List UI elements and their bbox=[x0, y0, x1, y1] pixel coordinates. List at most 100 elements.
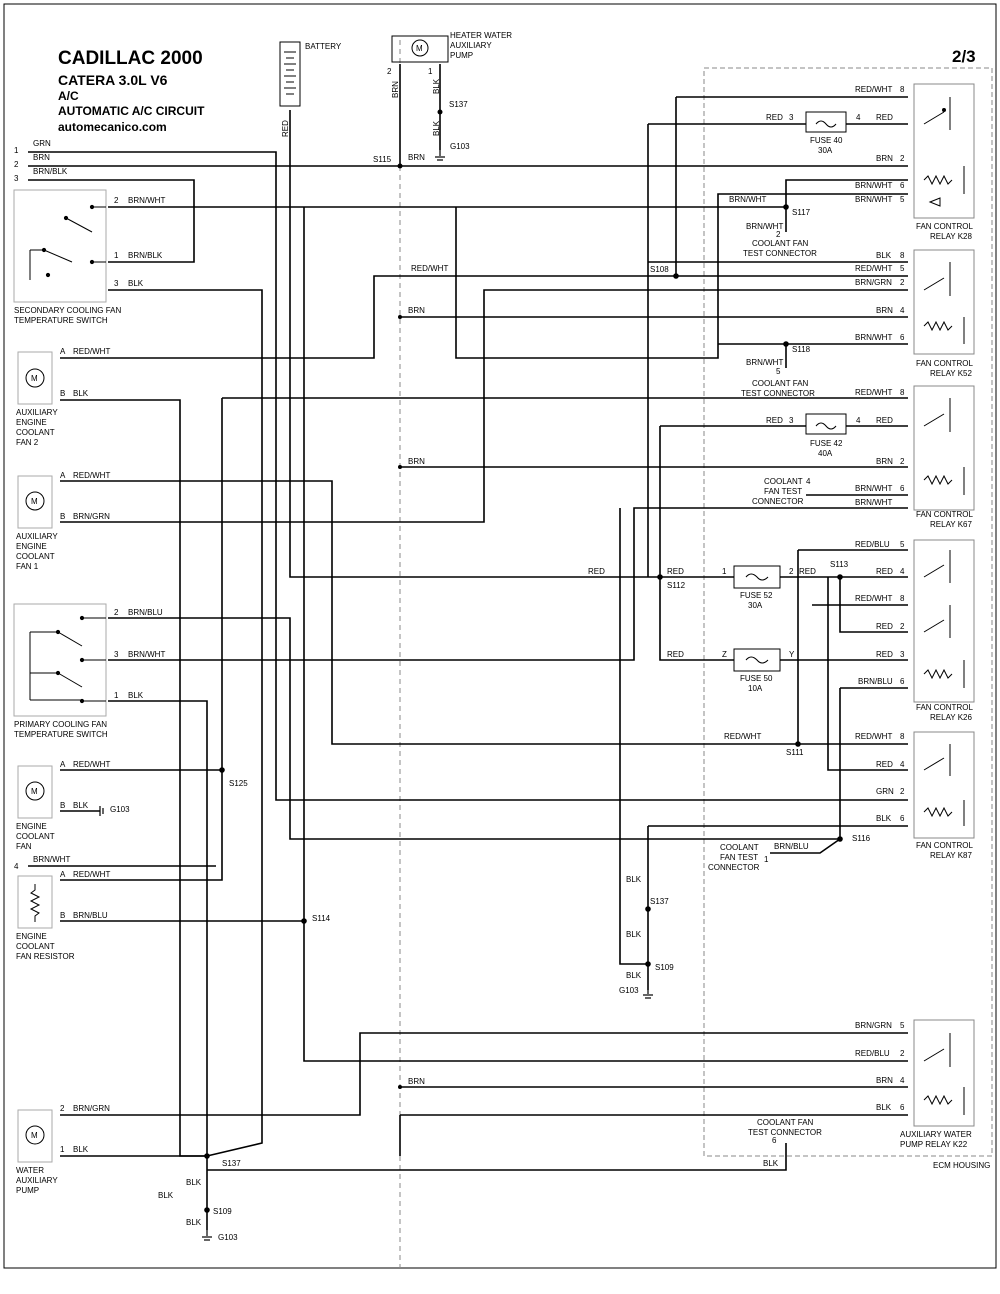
wire-label: 6 bbox=[900, 677, 905, 686]
wire-label: RED bbox=[876, 113, 893, 122]
wire-label: BRN/BLK bbox=[33, 167, 68, 176]
wires bbox=[28, 64, 908, 1230]
wire-label: BLK bbox=[876, 814, 892, 823]
wire-label: BRN/WHT bbox=[855, 484, 892, 493]
wire-label: 2 bbox=[900, 457, 905, 466]
wire-label: 2 bbox=[900, 278, 905, 287]
conn-d-label-1: COOLANT bbox=[720, 843, 759, 852]
wire-label: 1 bbox=[14, 146, 19, 155]
wire-label: BRN/GRN bbox=[855, 278, 892, 287]
wire-label: Z bbox=[722, 650, 727, 659]
wire-label: RED bbox=[588, 567, 605, 576]
wire-label: 2 bbox=[387, 67, 392, 76]
wire-label: 4 bbox=[900, 760, 905, 769]
k87-label-1: FAN CONTROL bbox=[916, 841, 973, 850]
conn-a-label-2: TEST CONNECTOR bbox=[743, 249, 817, 258]
k22-label-1: AUXILIARY WATER bbox=[900, 1130, 972, 1139]
wire-label: BRN/WHT bbox=[855, 333, 892, 342]
conn-c-label-2: FAN TEST bbox=[764, 487, 802, 496]
wire-label: BRN bbox=[876, 154, 893, 163]
fuse42-label: FUSE 42 bbox=[810, 439, 843, 448]
wire-label: BRN/BLU bbox=[858, 677, 893, 686]
wire-label: S112 bbox=[667, 581, 686, 590]
wire-label: BRN bbox=[876, 457, 893, 466]
wire-label: S115 bbox=[373, 155, 392, 164]
wire-label: 2 bbox=[900, 1049, 905, 1058]
wire-label: G103 bbox=[450, 142, 470, 151]
wire-label: S114 bbox=[312, 914, 331, 923]
page-number: 2/3 bbox=[952, 47, 976, 66]
resistor-label-3: FAN RESISTOR bbox=[16, 952, 75, 961]
battery-symbol bbox=[279, 41, 301, 107]
wire-label: BLK bbox=[186, 1178, 202, 1187]
wire-label: Y bbox=[789, 650, 795, 659]
wire-label: S108 bbox=[650, 265, 669, 274]
wire-label: S137 bbox=[449, 100, 468, 109]
wire-label: 1 bbox=[764, 855, 769, 864]
wire-label: RED/WHT bbox=[73, 347, 110, 356]
wire-label: BRN bbox=[33, 153, 50, 162]
wire-label: 2 bbox=[789, 567, 794, 576]
relay-boxes bbox=[913, 83, 975, 1127]
ecm-housing-box bbox=[703, 67, 993, 1157]
wire-label: BRN/BLU bbox=[128, 608, 163, 617]
primary-switch-box bbox=[13, 603, 107, 717]
wire-label: A bbox=[60, 870, 66, 879]
wire-label: BRN bbox=[408, 306, 425, 315]
water-pump-label-3: PUMP bbox=[16, 1186, 39, 1195]
wire-label: RED bbox=[766, 416, 783, 425]
prim-switch-label-1: PRIMARY COOLING FAN bbox=[14, 720, 107, 729]
fuse50-rating: 10A bbox=[748, 684, 763, 693]
wire-label: 6 bbox=[900, 814, 905, 823]
wire-label: BLK bbox=[73, 389, 89, 398]
aux-fan2-label-1: AUXILIARY bbox=[16, 408, 58, 417]
wire-label: S109 bbox=[213, 1207, 232, 1216]
wire-label: BRN bbox=[408, 153, 425, 162]
wire-label: 2 bbox=[900, 154, 905, 163]
svg-text:M: M bbox=[31, 1131, 38, 1140]
aux-fan1-label-3: COOLANT bbox=[16, 552, 55, 561]
conn-b-label-1: COOLANT FAN bbox=[752, 379, 809, 388]
conn-d-label-3: CONNECTOR bbox=[708, 863, 760, 872]
wire-label: 2 bbox=[900, 622, 905, 631]
heater-pump-symbol: M bbox=[391, 35, 449, 63]
wire-label: 4 bbox=[806, 477, 811, 486]
wire-label: BLK bbox=[763, 1159, 779, 1168]
wire-label: 2 bbox=[900, 787, 905, 796]
k26-label-1: FAN CONTROL bbox=[916, 703, 973, 712]
aux-fan1-label-4: FAN 1 bbox=[16, 562, 39, 571]
fuse40-label: FUSE 40 bbox=[810, 136, 843, 145]
fuse52-rating: 30A bbox=[748, 601, 763, 610]
wire-label: 3 bbox=[900, 650, 905, 659]
system-line: A/C bbox=[58, 89, 79, 103]
water-pump-label-2: AUXILIARY bbox=[16, 1176, 58, 1185]
wire-label: B bbox=[60, 389, 65, 398]
aux-fan2-label-2: ENGINE bbox=[16, 418, 47, 427]
wire-label: RED/WHT bbox=[855, 85, 892, 94]
wire-label: BRN/WHT bbox=[729, 195, 766, 204]
fuse40-rating: 30A bbox=[818, 146, 833, 155]
wire-label: G103 bbox=[619, 986, 639, 995]
conn-a-label-1: COOLANT FAN bbox=[752, 239, 809, 248]
battery-label: BATTERY bbox=[305, 42, 342, 51]
k28-label-1: FAN CONTROL bbox=[916, 222, 973, 231]
wire-label: A bbox=[60, 471, 66, 480]
wire-label: B bbox=[60, 801, 65, 810]
wire-label: 3 bbox=[789, 113, 794, 122]
wire-label: 6 bbox=[900, 181, 905, 190]
wire-label: 2 bbox=[60, 1104, 65, 1113]
fan-resistor-symbol bbox=[17, 875, 53, 929]
wire-label: 3 bbox=[114, 279, 119, 288]
wire-label: BRN/BLU bbox=[774, 842, 809, 851]
wire-label: B bbox=[60, 512, 65, 521]
wire-label: RED/WHT bbox=[855, 388, 892, 397]
secondary-switch-box bbox=[13, 189, 107, 303]
wire-label: RED/WHT bbox=[73, 870, 110, 879]
fuse-boxes bbox=[733, 111, 847, 672]
wire-label: 4 bbox=[900, 306, 905, 315]
wire-label: BLK bbox=[626, 930, 642, 939]
svg-text:M: M bbox=[31, 497, 38, 506]
wire-label: S117 bbox=[792, 208, 811, 217]
wire-label: G103 bbox=[110, 805, 130, 814]
